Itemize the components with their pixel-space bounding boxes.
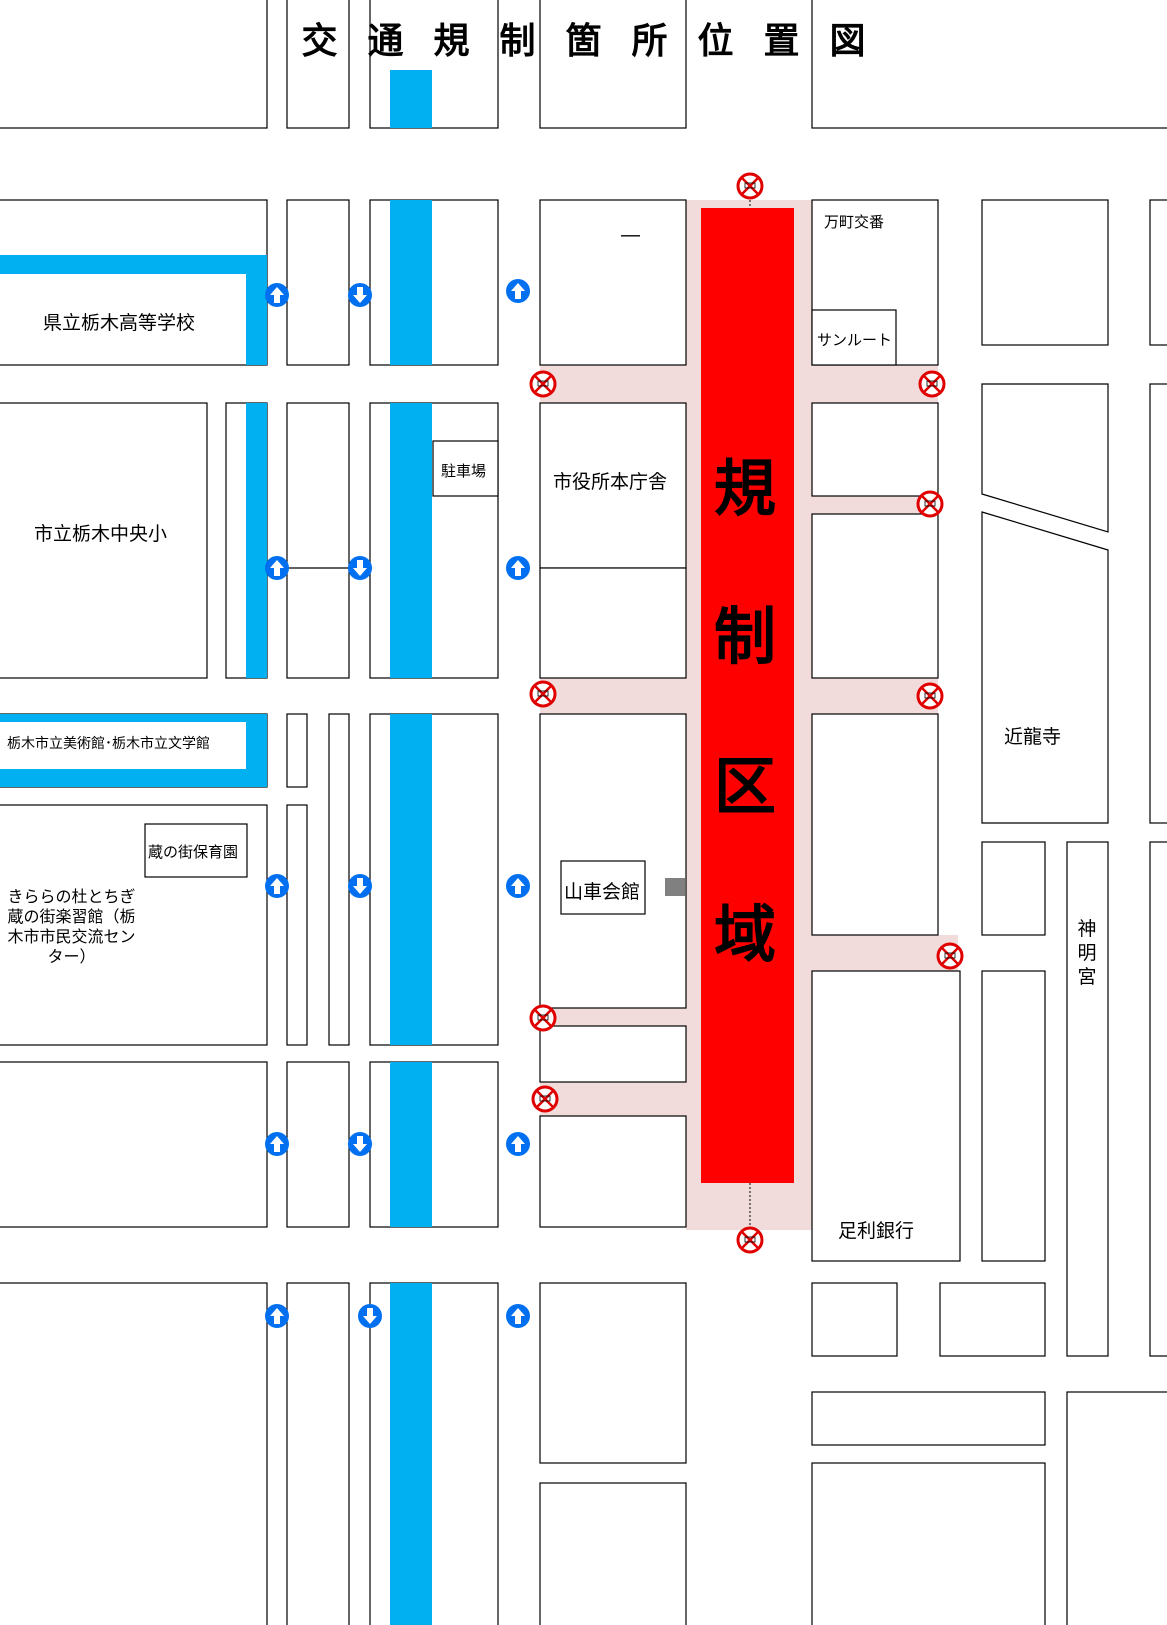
label-ashikaga-bank: 足利銀行	[838, 1220, 915, 1242]
arrow-up-circle-icon	[265, 874, 289, 898]
arrow-down-circle-icon	[358, 1304, 382, 1328]
label-elementary-school: 市立栃木中央小	[34, 523, 168, 545]
no-vehicle-entry-icon	[916, 490, 944, 518]
label-high-school: 県立栃木高等学校	[43, 312, 196, 334]
arrow-up-circle-icon	[506, 874, 530, 898]
label-dash: ―	[621, 224, 640, 246]
map-title: 交通規制箇所位置図	[301, 21, 896, 62]
arrow-down-circle-icon	[348, 1132, 372, 1156]
arrow-up-circle-icon	[506, 1304, 530, 1328]
arrow-up-circle-icon	[265, 1304, 289, 1328]
zone-label-char-3: 区	[713, 750, 776, 823]
arrow-down-circle-icon	[348, 283, 372, 307]
label-city-hall: 市役所本庁舎	[553, 471, 668, 493]
label-shinmeigu: 神明宮	[1077, 918, 1097, 988]
no-vehicle-entry-icon	[529, 370, 557, 398]
label-museum: 栃木市立美術館･栃木市立文学館	[7, 736, 210, 752]
arrow-down-circle-icon	[348, 556, 372, 580]
label-kura-nursery: 蔵の街保育園	[148, 843, 239, 861]
arrow-down-circle-icon	[348, 874, 372, 898]
arrow-up-circle-icon	[506, 279, 530, 303]
zone-label-char-4: 域	[713, 898, 776, 971]
no-vehicle-entry-icon	[918, 370, 946, 398]
label-sunroute: サンルート	[817, 331, 893, 349]
label-parking: 駐車場	[441, 462, 487, 480]
label-police-box: 万町交番	[824, 213, 885, 231]
regulation-zone	[701, 208, 794, 1183]
zone-label-char-1: 規	[713, 452, 776, 525]
no-vehicle-entry-icon	[529, 1004, 557, 1032]
no-vehicle-entry-icon	[531, 1085, 559, 1113]
arrow-up-circle-icon	[265, 1132, 289, 1156]
label-kirara-center: きららの杜とちぎ蔵の街楽習館（栃木市市民交流センター）	[7, 887, 136, 966]
no-vehicle-entry-icon	[936, 942, 964, 970]
arrow-up-circle-icon	[265, 556, 289, 580]
arrow-up-circle-icon	[506, 556, 530, 580]
zone-label-char-2: 制	[713, 600, 776, 673]
river	[0, 70, 432, 1625]
gray-marker	[665, 878, 685, 896]
no-vehicle-entry-icon	[736, 1226, 764, 1254]
no-vehicle-entry-icon	[736, 172, 764, 200]
no-vehicle-entry-icon	[529, 680, 557, 708]
arrow-up-circle-icon	[506, 1132, 530, 1156]
arrow-up-circle-icon	[265, 283, 289, 307]
label-kinryuji: 近龍寺	[1004, 726, 1062, 748]
label-dashi-kaikan: 山車会館	[564, 881, 641, 903]
no-vehicle-entry-icon	[916, 682, 944, 710]
